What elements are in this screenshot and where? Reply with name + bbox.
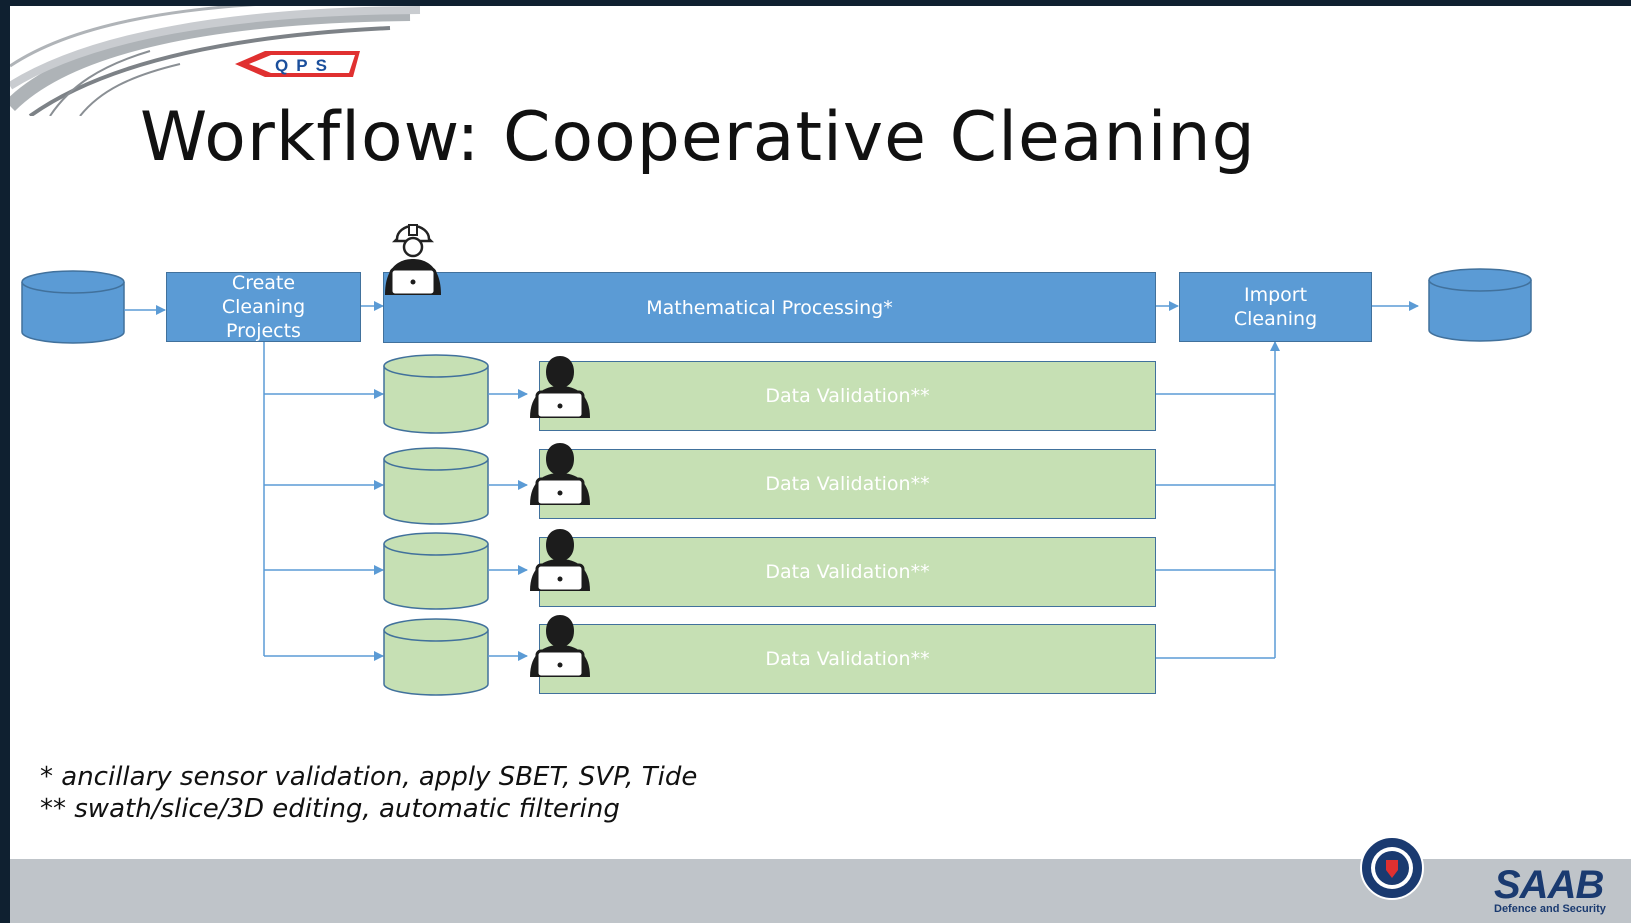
engineer-hardhat-laptop-icon bbox=[385, 224, 441, 295]
footnote-single-asterisk: * ancillary sensor validation, apply SBE… bbox=[40, 762, 698, 792]
user-laptop-icon bbox=[530, 615, 590, 677]
project-database-icon bbox=[383, 354, 489, 434]
user-laptop-icon bbox=[530, 529, 590, 591]
workflow-diagram bbox=[21, 268, 1532, 696]
project-database-icon bbox=[383, 447, 489, 525]
mathematical-processing-label: Mathematical Processing* bbox=[646, 296, 893, 319]
data-validation-box: Data Validation** bbox=[539, 537, 1156, 607]
create-cleaning-projects-box: Create Cleaning Projects bbox=[166, 272, 361, 342]
qps-logo-text: QPS bbox=[275, 56, 335, 75]
import-cleaning-label: Import Cleaning bbox=[1233, 284, 1318, 330]
create-cleaning-projects-label: Create Cleaning Projects bbox=[221, 272, 306, 342]
import-cleaning-box: Import Cleaning bbox=[1179, 272, 1372, 342]
output-database-icon bbox=[1428, 268, 1532, 342]
data-validation-box: Data Validation** bbox=[539, 449, 1156, 519]
saab-emblem-icon bbox=[1360, 836, 1424, 900]
saab-tagline: Defence and Security bbox=[1494, 903, 1606, 915]
slide: QPS Workflow: Cooperative Cleaning bbox=[10, 6, 1631, 923]
data-validation-label: Data Validation** bbox=[765, 473, 930, 495]
user-laptop-icon bbox=[530, 443, 590, 505]
source-database-icon bbox=[21, 270, 125, 344]
data-validation-label: Data Validation** bbox=[765, 648, 930, 670]
footnote-double-asterisk: ** swath/slice/3D editing, automatic fil… bbox=[40, 794, 620, 824]
data-validation-label: Data Validation** bbox=[765, 385, 930, 407]
mathematical-processing-box: Mathematical Processing* bbox=[383, 272, 1156, 343]
data-validation-label: Data Validation** bbox=[765, 561, 930, 583]
qps-logo: QPS bbox=[235, 51, 360, 77]
decorative-swoosh bbox=[10, 6, 421, 116]
data-validation-box: Data Validation** bbox=[539, 361, 1156, 431]
slide-title: Workflow: Cooperative Cleaning bbox=[140, 98, 1256, 177]
user-laptop-icon bbox=[530, 356, 590, 418]
saab-wordmark: SAAB bbox=[1494, 863, 1604, 907]
project-database-icon bbox=[383, 532, 489, 610]
project-database-icon bbox=[383, 618, 489, 696]
data-validation-box: Data Validation** bbox=[539, 624, 1156, 694]
